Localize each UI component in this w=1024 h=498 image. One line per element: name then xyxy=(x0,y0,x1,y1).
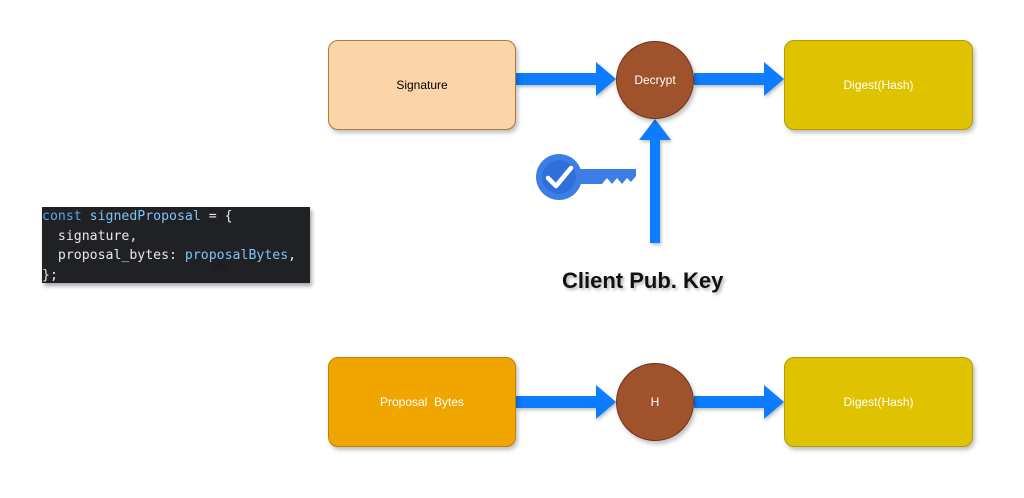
code-token: proposalBytes xyxy=(184,248,289,263)
code-token: = { xyxy=(200,209,233,224)
code-snippet: const signedProposal = { signature, prop… xyxy=(42,207,310,283)
code-line-2: signature, xyxy=(42,228,138,244)
digest-bottom-label: Digest(Hash) xyxy=(843,395,914,409)
signature-label: Signature xyxy=(396,78,448,92)
signature-box: Signature xyxy=(328,40,516,130)
hash-node: H xyxy=(616,363,694,441)
digest-top-box: Digest(Hash) xyxy=(784,40,973,130)
arrow-signature-to-decrypt xyxy=(516,62,616,96)
code-token: , xyxy=(288,248,297,263)
code-token xyxy=(82,209,90,224)
arrow-decrypt-to-digest xyxy=(694,62,784,96)
code-line-4: }; xyxy=(42,267,58,283)
digest-top-label: Digest(Hash) xyxy=(843,78,914,92)
decrypt-node: Decrypt xyxy=(616,41,694,119)
arrow-key-to-decrypt xyxy=(639,119,671,243)
code-token: const xyxy=(42,209,82,224)
proposal-bytes-box: Proposal Bytes xyxy=(328,357,516,447)
hash-label: H xyxy=(650,395,660,409)
key-check-icon xyxy=(536,154,636,200)
code-token: signedProposal xyxy=(89,209,201,224)
arrow-h-to-digest xyxy=(694,385,784,419)
decrypt-label: Decrypt xyxy=(634,73,676,87)
proposal-bytes-label: Proposal Bytes xyxy=(379,395,465,409)
code-overlay-text: Text xyxy=(210,262,229,273)
digest-bottom-box: Digest(Hash) xyxy=(784,357,973,447)
arrow-proposal-to-h xyxy=(516,385,616,419)
code-block: const signedProposal = { signature, prop… xyxy=(42,207,296,285)
code-token: proposal_bytes: xyxy=(42,248,185,263)
code-line-3: proposal_bytes: proposalBytes, xyxy=(42,248,296,263)
client-pub-key-label: Client Pub. Key xyxy=(562,268,724,293)
code-line-1: const signedProposal = { xyxy=(42,209,233,224)
